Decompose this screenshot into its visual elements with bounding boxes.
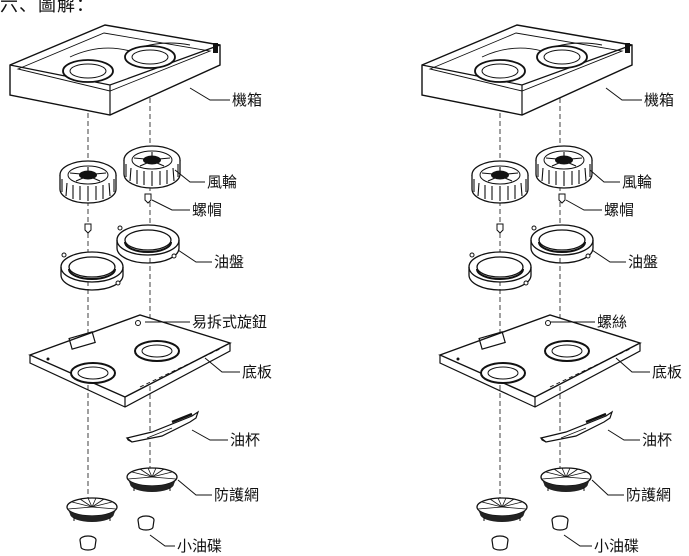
label-screw: 螺絲 bbox=[597, 313, 628, 331]
label-fan: 風輪 bbox=[207, 173, 238, 191]
label-dish: 小油碟 bbox=[594, 537, 640, 555]
label-knob: 易拆式旋鈕 bbox=[192, 313, 268, 331]
label-cabinet: 機箱 bbox=[644, 91, 675, 109]
label-fan: 風輪 bbox=[622, 173, 653, 191]
section-header: 六、圖解： bbox=[0, 0, 95, 16]
label-guard: 防護網 bbox=[214, 486, 260, 504]
label-dish: 小油碟 bbox=[177, 537, 223, 555]
label-oil-cup: 油杯 bbox=[642, 431, 673, 449]
label-oil-cup: 油杯 bbox=[230, 431, 261, 449]
left-assembly bbox=[9, 24, 240, 551]
label-oil-ring: 油盤 bbox=[214, 253, 245, 271]
label-nut: 螺帽 bbox=[604, 201, 635, 219]
label-nut: 螺帽 bbox=[192, 201, 223, 219]
label-cabinet: 機箱 bbox=[232, 91, 263, 109]
label-oil-ring: 油盤 bbox=[628, 253, 659, 271]
label-base: 底板 bbox=[242, 363, 273, 381]
label-guard: 防護網 bbox=[626, 486, 672, 504]
right-assembly bbox=[421, 24, 650, 551]
label-base: 底板 bbox=[652, 363, 683, 381]
